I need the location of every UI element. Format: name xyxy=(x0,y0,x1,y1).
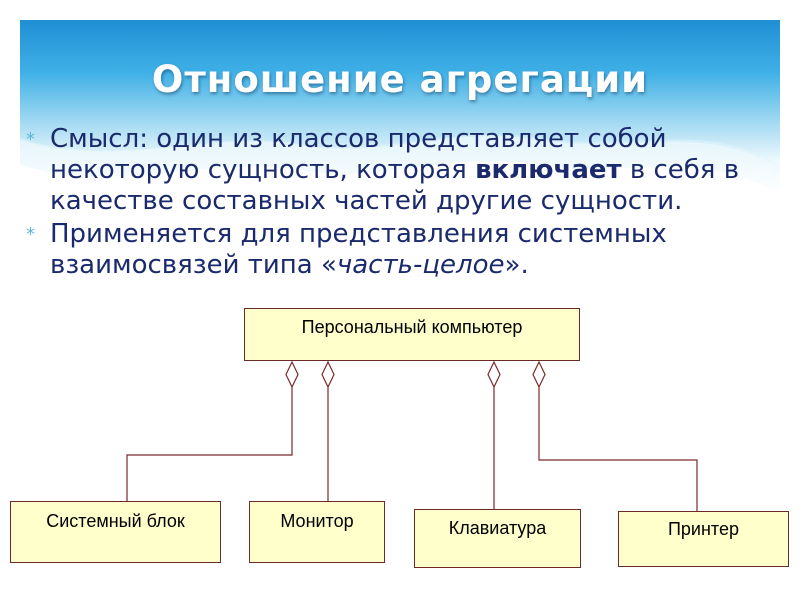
bullet-item-usage: * Применяется для представления системны… xyxy=(26,219,796,281)
class-label: Персональный компьютер xyxy=(301,317,523,337)
bullet-asterisk-icon: * xyxy=(26,224,35,245)
class-box-personal-computer: Персональный компьютер xyxy=(244,308,580,361)
bullet-asterisk-icon: * xyxy=(26,129,35,150)
bullet-text-italic: часть-целое xyxy=(336,250,505,280)
aggregation-diamond-icon xyxy=(532,360,546,389)
title-banner xyxy=(20,20,780,195)
class-label: Монитор xyxy=(280,511,354,531)
bullet-item-meaning: * Смысл: один из классов представляет со… xyxy=(26,124,796,217)
aggregation-diamond-icon xyxy=(321,360,335,389)
class-label: Клавиатура xyxy=(448,518,547,538)
bullet-list: * Смысл: один из классов представляет со… xyxy=(26,124,796,283)
class-box-keyboard: Клавиатура xyxy=(414,509,581,568)
connector-system-unit xyxy=(126,387,293,501)
bullet-text: ». xyxy=(504,250,529,280)
slide-title: Отношение агрегации xyxy=(151,58,649,101)
class-label: Системный блок xyxy=(46,511,185,531)
connector-printer xyxy=(538,387,698,511)
class-box-printer: Принтер xyxy=(618,511,789,567)
class-box-monitor: Монитор xyxy=(249,501,385,563)
aggregation-diamond-icon xyxy=(487,360,501,389)
bullet-text-bold: включает xyxy=(475,155,622,185)
bullet-text: Смысл: один из классов представляет собо… xyxy=(50,124,667,185)
aggregation-diamond-icon xyxy=(285,360,299,389)
bullet-text: Применяется для представления системных … xyxy=(50,219,667,280)
class-box-system-unit: Системный блок xyxy=(10,501,221,563)
bullet-text: в себя в качестве составных частей други… xyxy=(50,155,740,216)
class-label: Принтер xyxy=(667,519,739,539)
